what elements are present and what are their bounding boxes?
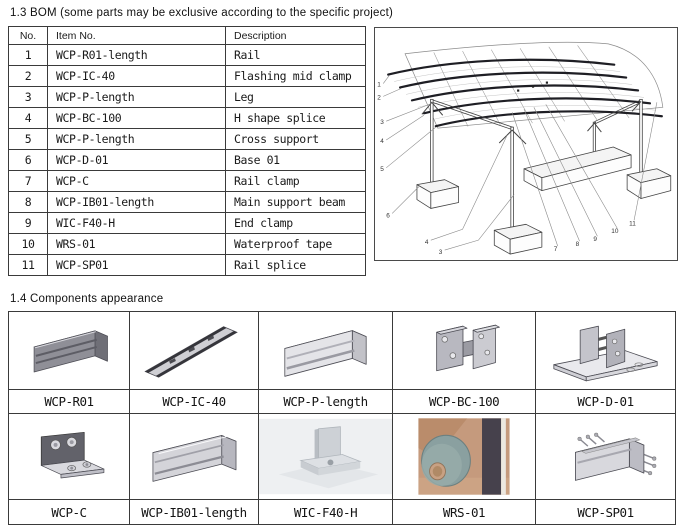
callout-7: 7 — [554, 246, 558, 253]
component-label: WIC-F40-H — [259, 500, 393, 525]
component-cell — [259, 312, 393, 390]
rail-profile-3d-icon — [33, 330, 108, 373]
component-cell — [130, 312, 259, 390]
callout-10: 10 — [611, 228, 619, 235]
end-clamp-photo-icon — [259, 418, 392, 495]
callout-1: 1 — [377, 81, 381, 88]
callout-5: 5 — [380, 166, 384, 173]
component-label: WRS-01 — [393, 500, 536, 525]
bom-col-no: No. — [8, 26, 48, 45]
leg-profile-3d-icon — [284, 330, 367, 377]
callout-2: 2 — [377, 94, 381, 101]
component-cell — [9, 312, 130, 390]
component-label: WCP-SP01 — [536, 500, 676, 525]
component-label: WCP-C — [9, 500, 130, 525]
component-cell — [130, 414, 259, 500]
rail-clamp-3d-icon — [40, 431, 105, 479]
callout-3: 3 — [380, 119, 384, 126]
component-cell — [536, 414, 676, 500]
main-support-beam-3d-icon — [152, 435, 237, 482]
component-cell — [393, 414, 536, 500]
component-label: WCP-D-01 — [536, 390, 676, 414]
base-plate-3d-icon — [553, 325, 658, 382]
callout-8: 8 — [576, 241, 580, 248]
rail-splice-3d-icon — [575, 432, 657, 481]
flashing-mid-clamp-3d-icon — [144, 326, 238, 378]
component-cell — [259, 414, 393, 500]
component-label: WCP-IB01-length — [130, 500, 259, 525]
section-title-bom: 1.3 BOM (some parts may be exclusive acc… — [10, 7, 393, 19]
component-cell — [393, 312, 536, 390]
bom-header-row: No. Item No. Description — [8, 26, 366, 45]
carport-assembly-diagram: 1 2 3 4 5 6 4 3 7 8 9 10 11 — [374, 27, 678, 261]
callout-3b: 3 — [439, 249, 443, 256]
component-label: WCP-BC-100 — [393, 390, 536, 414]
h-shape-splice-3d-icon — [436, 324, 500, 372]
waterproof-tape-photo-icon — [418, 418, 510, 495]
component-cell — [9, 414, 130, 500]
component-cell — [536, 312, 676, 390]
callout-9: 9 — [593, 236, 597, 243]
component-label: WCP-P-length — [259, 390, 393, 414]
component-label: WCP-IC-40 — [130, 390, 259, 414]
callout-4: 4 — [380, 138, 384, 145]
callout-4b: 4 — [425, 239, 429, 246]
section-title-components: 1.4 Components appearance — [10, 293, 164, 305]
bom-col-desc: Description — [225, 26, 366, 45]
carport-diagram-image: 1 2 3 4 5 6 4 3 7 8 9 10 11 — [377, 41, 672, 256]
component-label: WCP-R01 — [9, 390, 130, 414]
components-grid: WCP-R01 WCP-IC-40 WCP-P-length WCP-BC-10… — [8, 311, 676, 525]
callout-11: 11 — [629, 220, 636, 227]
callout-6: 6 — [386, 212, 390, 219]
bom-col-item: Item No. — [47, 26, 226, 45]
